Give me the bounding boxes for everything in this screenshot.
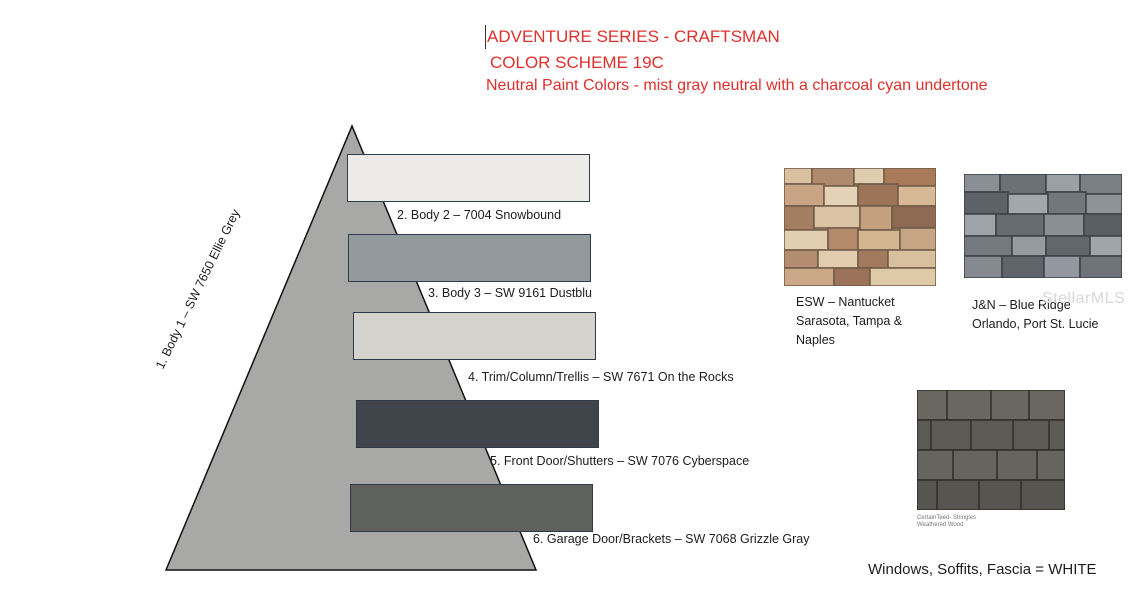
swatch-label-garage: 6. Garage Door/Brackets – SW 7068 Grizzl… bbox=[533, 532, 810, 546]
scheme-title: COLOR SCHEME 19C bbox=[490, 53, 664, 72]
trim-note: Windows, Soffits, Fascia = WHITE bbox=[868, 561, 1097, 578]
jn-stone-image bbox=[964, 174, 1122, 278]
shingle-caption-line1: CertainTeed- Shingles bbox=[917, 515, 977, 521]
swatch-body3 bbox=[348, 234, 591, 282]
swatch-garage bbox=[350, 484, 593, 532]
swatch-label-front-door: 5. Front Door/Shutters – SW 7076 Cybersp… bbox=[490, 454, 750, 468]
swatch-body2 bbox=[347, 154, 590, 202]
swatch-label-body2: 2. Body 2 – 7004 Snowbound bbox=[397, 208, 562, 222]
esw-stone-image bbox=[784, 168, 936, 286]
shingle-caption-line2: Weathered Wood bbox=[917, 522, 964, 528]
esw-caption-line1: ESW – Nantucket bbox=[796, 295, 895, 309]
jn-caption: J&N – Blue Ridge Orlando, Port St. Lucie bbox=[972, 296, 1098, 334]
esw-caption-line3: Naples bbox=[796, 333, 835, 347]
watermark: StellarMLS bbox=[1042, 290, 1126, 307]
series-title: ADVENTURE SERIES - CRAFTSMAN bbox=[487, 27, 780, 46]
esw-caption: ESW – Nantucket Sarasota, Tampa & Naples bbox=[796, 293, 902, 350]
shingle-image bbox=[917, 390, 1065, 510]
shingle-caption: CertainTeed- Shingles Weathered Wood bbox=[917, 515, 976, 529]
swatch-label-trim: 4. Trim/Column/Trellis – SW 7671 On the … bbox=[468, 370, 734, 384]
swatch-front-door bbox=[356, 400, 599, 448]
scheme-subtitle: Neutral Paint Colors - mist gray neutral… bbox=[486, 77, 988, 94]
swatch-label-body3: 3. Body 3 – SW 9161 Dustblu bbox=[428, 286, 592, 300]
jn-caption-line2: Orlando, Port St. Lucie bbox=[972, 317, 1099, 331]
swatch-trim bbox=[353, 312, 596, 360]
text-cursor bbox=[485, 25, 486, 49]
esw-caption-line2: Sarasota, Tampa & bbox=[796, 314, 903, 328]
jn-caption-line1: J&N – Blue Ridge bbox=[972, 298, 1071, 312]
